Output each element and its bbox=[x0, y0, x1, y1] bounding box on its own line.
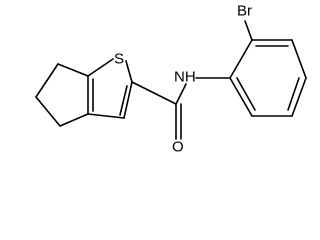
bond-ar3-ar4 bbox=[291, 39, 307, 79]
bond-ar4-ar5-inner bbox=[287, 77, 300, 111]
bond-ar2-br bbox=[244, 20, 253, 41]
amide-nitrogen-label: NH bbox=[174, 69, 196, 86]
bromophenyl-ring bbox=[229, 20, 307, 117]
bromine-atom-label: Br bbox=[237, 3, 252, 20]
bond-c4-c5 bbox=[35, 96, 61, 127]
thiophene-ring bbox=[87, 58, 133, 119]
bond-c5-c6 bbox=[35, 63, 59, 98]
sulfur-atom-label: S bbox=[114, 51, 124, 68]
bond-ar6-ar1 bbox=[229, 77, 253, 117]
atom-labels: S NH Br O bbox=[114, 3, 252, 156]
bond-c6a-s bbox=[87, 58, 114, 77]
carboxamide-group bbox=[131, 77, 231, 140]
bond-ar4-ar5 bbox=[291, 77, 307, 117]
molecule-structure: S NH Br O bbox=[35, 3, 307, 156]
bond-c2-carbonyl bbox=[131, 81, 177, 105]
bond-c2-c3 bbox=[123, 81, 133, 119]
bond-c3-c3a bbox=[87, 113, 125, 119]
bond-c6-c6a bbox=[57, 63, 89, 77]
bond-c3a-c4 bbox=[59, 113, 89, 127]
bond-c2-c3-inner bbox=[119, 85, 128, 116]
bond-carbonyl-n bbox=[175, 83, 187, 105]
structure-diagram: S NH Br O bbox=[35, 2, 307, 156]
cyclopentane-ring bbox=[35, 63, 89, 127]
oxygen-atom-label: O bbox=[172, 139, 184, 156]
bond-ar6-ar1-inner bbox=[236, 77, 256, 111]
bond-s-c2 bbox=[125, 60, 133, 83]
bond-ar1-ar2 bbox=[229, 39, 253, 79]
